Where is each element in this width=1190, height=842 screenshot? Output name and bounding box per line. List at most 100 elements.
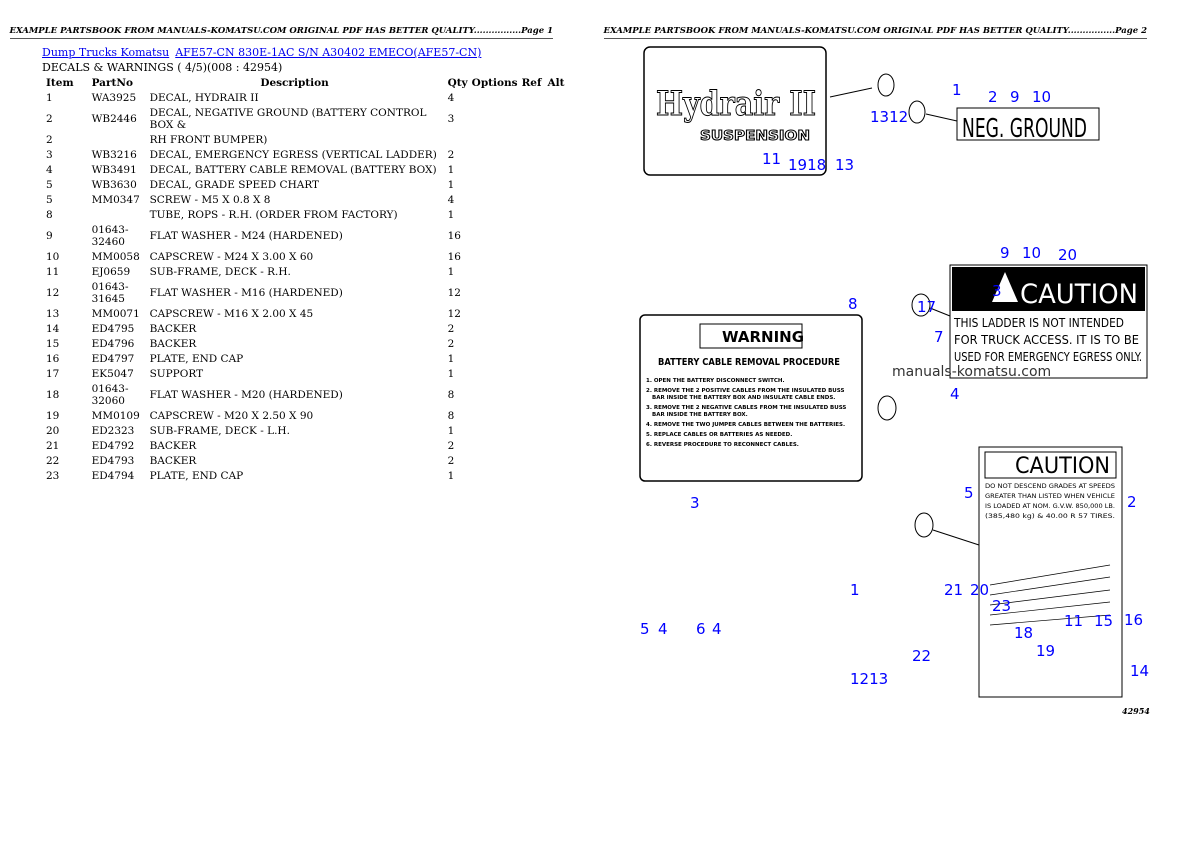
callout-label[interactable]: 17 xyxy=(917,298,937,316)
callout-label[interactable]: 6 xyxy=(696,620,706,638)
empty-cell xyxy=(472,468,518,483)
item-cell: 16 xyxy=(46,352,60,365)
breadcrumb-link-model[interactable]: AFE57-CN 830E-1AC S/N A30402 EMECO(AFE57… xyxy=(175,46,482,59)
callout-label[interactable]: 4 xyxy=(950,385,960,403)
callout-label[interactable]: 20 xyxy=(970,581,990,599)
callout-label[interactable]: 16 xyxy=(1124,611,1144,629)
callout-label[interactable]: 4 xyxy=(658,620,668,638)
empty-cell xyxy=(546,222,569,249)
qty-cell: 16 xyxy=(447,229,461,242)
description-cell: TUBE, ROPS - R.H. (ORDER FROM FACTORY) xyxy=(149,208,398,221)
partno-cell: EJ0659 xyxy=(91,265,131,278)
empty-cell xyxy=(546,468,569,483)
parts-diagram: Hydrair II SUSPENSION NEG. GROUND CAUTIO… xyxy=(630,40,1170,730)
callout-label[interactable]: 1 xyxy=(850,581,860,599)
callout-label[interactable]: 1213 xyxy=(850,670,889,688)
col-options: Options xyxy=(471,77,518,89)
qty-cell: 1 xyxy=(447,178,455,191)
description-cell: DECAL, NEGATIVE GROUND (BATTERY CONTROL … xyxy=(149,106,427,131)
callout-label[interactable]: 11 xyxy=(1064,612,1084,630)
callout-label[interactable]: 1918 xyxy=(788,156,827,174)
description-cell: FLAT WASHER - M16 (HARDENED) xyxy=(149,286,343,299)
empty-cell xyxy=(546,207,569,222)
callout-label[interactable]: 9 xyxy=(1000,244,1010,262)
item-cell: 8 xyxy=(46,208,53,221)
item-cell: 17 xyxy=(46,367,60,380)
warning-step: 3. REMOVE THE 2 NEGATIVE CABLES FROM THE… xyxy=(646,405,846,418)
warning-step: 6. REVERSE PROCEDURE TO RECONNECT CABLES… xyxy=(646,442,799,448)
col-item: Item xyxy=(46,77,74,89)
qty-cell: 16 xyxy=(447,250,461,263)
callout-label[interactable]: 3 xyxy=(992,282,1002,300)
item-cell: 22 xyxy=(46,454,60,467)
col-alt: Alt xyxy=(547,77,565,89)
item-cell: 23 xyxy=(46,469,60,482)
callout-label[interactable]: 2 xyxy=(1127,493,1137,511)
neg-ground-text: NEG. GROUND xyxy=(962,114,1087,144)
empty-cell xyxy=(518,468,546,483)
partno-cell xyxy=(78,207,146,222)
description-cell: DECAL, EMERGENCY EGRESS (VERTICAL LADDER… xyxy=(149,148,437,161)
empty-cell xyxy=(518,351,546,366)
col-partno: PartNo xyxy=(91,77,133,89)
description-cell: CAPSCREW - M16 X 2.00 X 45 xyxy=(149,307,314,320)
qty-cell: 2 xyxy=(447,322,455,335)
empty-cell xyxy=(518,453,546,468)
callout-label[interactable]: 11 xyxy=(762,150,782,168)
callout-label[interactable]: 14 xyxy=(1130,662,1150,680)
callout-label[interactable]: 5 xyxy=(640,620,650,638)
callout-label[interactable]: 19 xyxy=(1036,642,1056,660)
partno-cell: 01643-32460 xyxy=(91,223,129,248)
partno-cell: MM0058 xyxy=(91,250,140,263)
qty-cell: 2 xyxy=(447,337,455,350)
callout-label[interactable]: 4 xyxy=(712,620,722,638)
callout-label[interactable]: 1 xyxy=(952,81,962,99)
callout-label[interactable]: 15 xyxy=(1094,612,1114,630)
qty-cell: 12 xyxy=(447,286,461,299)
description-cell: RH FRONT BUMPER) xyxy=(149,133,268,146)
callout-label[interactable]: 10 xyxy=(1032,88,1052,106)
callout-label[interactable]: 22 xyxy=(912,647,932,665)
partno-cell: ED4796 xyxy=(91,337,135,350)
empty-cell xyxy=(518,366,546,381)
item-cell: 15 xyxy=(46,337,60,350)
callout-label[interactable]: 5 xyxy=(964,484,974,502)
callout-label[interactable]: 23 xyxy=(992,597,1012,615)
empty-cell xyxy=(472,132,518,147)
callout-label[interactable]: 18 xyxy=(1014,624,1034,642)
empty-cell xyxy=(518,306,546,321)
callout-label[interactable]: 3 xyxy=(690,494,700,512)
empty-cell xyxy=(546,249,569,264)
partno-cell: WA3925 xyxy=(91,91,137,104)
empty-cell xyxy=(472,423,518,438)
caution-line: USED FOR EMERGENCY EGRESS ONLY. xyxy=(954,350,1142,364)
callout-label[interactable]: 13 xyxy=(835,156,855,174)
description-cell: BACKER xyxy=(149,337,197,350)
callout-label[interactable]: 1312 xyxy=(870,108,909,126)
empty-cell xyxy=(472,453,518,468)
col-qty: Qty xyxy=(447,77,468,89)
callout-label[interactable]: 10 xyxy=(1022,244,1042,262)
callout-label[interactable]: 8 xyxy=(848,295,858,313)
col-description: Description xyxy=(260,77,329,89)
callout-label[interactable]: 21 xyxy=(944,581,964,599)
description-cell: DECAL, GRADE SPEED CHART xyxy=(149,178,320,191)
empty-cell xyxy=(472,351,518,366)
description-cell: DECAL, BATTERY CABLE REMOVAL (BATTERY BO… xyxy=(149,163,437,176)
empty-cell xyxy=(546,336,569,351)
callout-label[interactable]: 7 xyxy=(934,328,944,346)
description-cell: SUB-FRAME, DECK - L.H. xyxy=(149,424,290,437)
empty-cell xyxy=(472,336,518,351)
item-cell: 21 xyxy=(46,439,60,452)
empty-cell xyxy=(472,162,518,177)
breadcrumb-link-category[interactable]: Dump Trucks Komatsu xyxy=(42,46,170,59)
callout-label[interactable]: 9 xyxy=(1010,88,1020,106)
empty-cell xyxy=(546,408,569,423)
callout-label[interactable]: 2 xyxy=(988,88,998,106)
callout-label[interactable]: 20 xyxy=(1058,246,1078,264)
empty-cell xyxy=(472,321,518,336)
